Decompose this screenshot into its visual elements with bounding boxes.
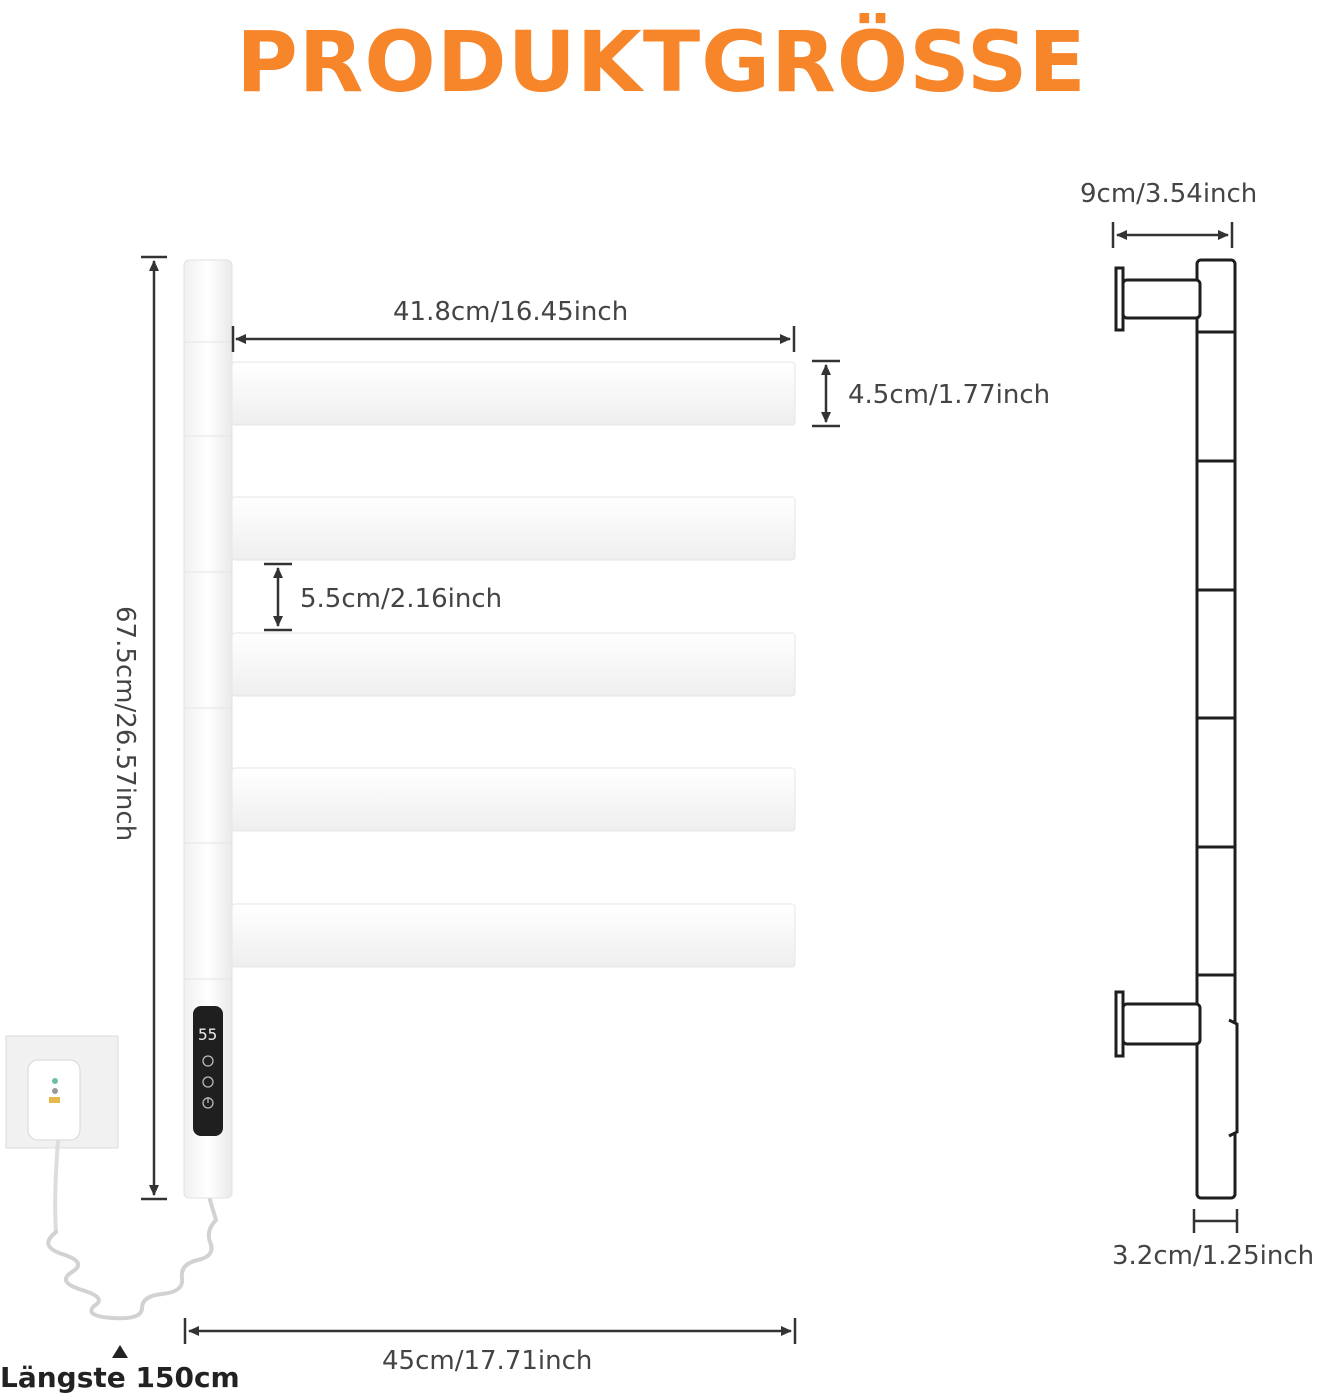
display-readout: 55 [198, 1025, 218, 1044]
rail-column [183, 259, 233, 1199]
side-column [1195, 258, 1237, 1200]
rail-bar-4 [231, 767, 796, 832]
dimension-lines [141, 255, 840, 1344]
column-width-label: 3.2cm/1.25inch [1112, 1241, 1315, 1271]
power-plug [5, 1035, 219, 1358]
cable-length-label: Längste 150cm [0, 1361, 240, 1394]
page-title: PRODUKTGRÖSSE [236, 13, 1087, 111]
rail-bar-3 [231, 632, 796, 697]
total-height-label: 67.5cm/26.57inch [110, 606, 140, 842]
control-panel [193, 1006, 223, 1136]
total-width-label: 45cm/17.71inch [382, 1346, 593, 1376]
coiled-cable [46, 1198, 219, 1321]
timer-icon [202, 1055, 214, 1067]
towel-rail-side-view [1114, 258, 1239, 1200]
rail-bar-1 [231, 361, 796, 426]
side-dimension-lines [1111, 222, 1239, 1233]
cable [53, 1139, 60, 1233]
depth-label: 9cm/3.54inch [1080, 179, 1258, 209]
bar-thickness-label: 4.5cm/1.77inch [848, 380, 1051, 410]
side-control-panel [1228, 1018, 1239, 1138]
towel-rail-front-view [183, 259, 796, 1199]
bar-gap-label: 5.5cm/2.16inch [300, 584, 503, 614]
rail-bar-5 [231, 903, 796, 968]
temperature-icon [202, 1076, 214, 1088]
bar-length-label: 41.8cm/16.45inch [393, 297, 629, 327]
rail-bar-2 [231, 496, 796, 561]
pointer-arrow-icon [112, 1345, 128, 1358]
rail-bars [231, 361, 796, 968]
